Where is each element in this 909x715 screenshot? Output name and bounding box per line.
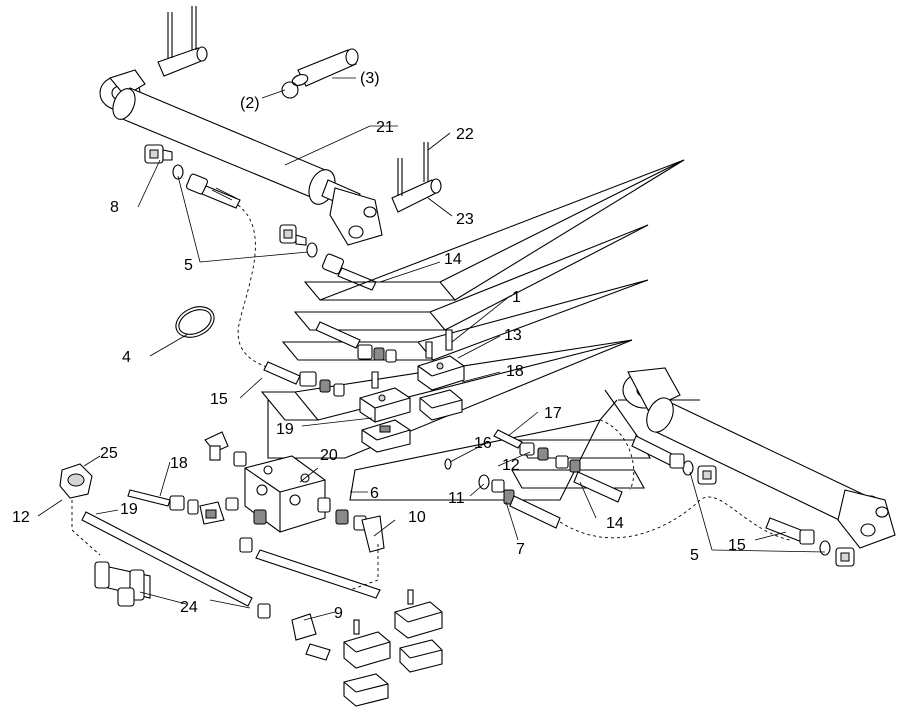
callout-6: 6 bbox=[370, 485, 379, 502]
callout-20: 20 bbox=[320, 447, 338, 464]
pin-assembly-top bbox=[157, 6, 359, 99]
washer-5b bbox=[306, 242, 318, 258]
callout-8: 8 bbox=[110, 199, 119, 216]
central-fittings bbox=[263, 321, 397, 397]
callout-21: 21 bbox=[376, 119, 394, 136]
callout-13: 13 bbox=[504, 327, 522, 344]
callout-18-right: 18 bbox=[506, 363, 524, 380]
leader-lines bbox=[37, 77, 826, 621]
fittings-right-center bbox=[444, 429, 623, 529]
callout-23: 23 bbox=[456, 211, 474, 228]
washer-5a bbox=[172, 164, 184, 180]
snap-ring-4 bbox=[175, 306, 215, 338]
cylinder-barrel bbox=[119, 87, 331, 201]
clamp-block-19 bbox=[359, 371, 411, 453]
callout-9: 9 bbox=[334, 605, 343, 622]
callout-22: 22 bbox=[456, 126, 474, 143]
callout-18-left: 18 bbox=[170, 455, 188, 472]
snap-ring-2 bbox=[281, 81, 299, 99]
elbow-fitting-lower bbox=[279, 224, 307, 246]
callout-15-right: 15 bbox=[728, 537, 746, 554]
clamp-blocks-lower bbox=[343, 589, 443, 707]
callout-4: 4 bbox=[122, 349, 131, 366]
callout-19-left: 19 bbox=[120, 501, 138, 518]
clevis-end bbox=[329, 187, 383, 246]
callout-5-left: 5 bbox=[184, 257, 193, 274]
callout-24: 24 bbox=[180, 599, 198, 616]
callout-19-center: 19 bbox=[276, 421, 294, 438]
callout-7: 7 bbox=[516, 541, 525, 558]
pin-assembly-23 bbox=[391, 142, 442, 213]
callout-17: 17 bbox=[544, 405, 562, 422]
tubes-lower-left bbox=[81, 489, 381, 661]
callout-5-right: 5 bbox=[690, 547, 699, 564]
callout-labels: 1 (2) (3) 4 5 5 6 7 8 9 10 11 12 12 13 1… bbox=[12, 70, 746, 622]
elbow-fitting-8 bbox=[144, 144, 173, 164]
callout-14-right: 14 bbox=[606, 515, 624, 532]
hydraulic-cylinder-left bbox=[99, 69, 383, 246]
elbow-fitting-right-upper bbox=[697, 465, 717, 485]
hose-line-lower bbox=[71, 500, 379, 591]
nut-25 bbox=[59, 463, 93, 499]
callout-10: 10 bbox=[408, 509, 426, 526]
callout-2: (2) bbox=[240, 95, 260, 112]
hose-fitting-upper bbox=[186, 173, 241, 209]
elbow-fitting-right-lower bbox=[835, 547, 855, 567]
callout-16: 16 bbox=[474, 435, 492, 452]
callout-12-right: 12 bbox=[502, 457, 520, 474]
fittings-block-20 bbox=[204, 431, 385, 553]
hydraulic-cylinder-right bbox=[622, 367, 896, 567]
tee-fitting-24 bbox=[94, 561, 151, 607]
callout-25: 25 bbox=[100, 445, 118, 462]
hose-line-right bbox=[559, 496, 791, 541]
hose-line-left bbox=[237, 204, 286, 373]
callout-11: 11 bbox=[448, 490, 465, 507]
hose-fitting-14 bbox=[322, 253, 377, 291]
callout-14-upper: 14 bbox=[444, 251, 462, 268]
callout-1: 1 bbox=[512, 289, 521, 306]
clamp-block-13 bbox=[417, 329, 465, 421]
callout-12-left: 12 bbox=[12, 509, 30, 526]
callout-3: (3) bbox=[360, 70, 380, 87]
callout-15-left: 15 bbox=[210, 391, 228, 408]
